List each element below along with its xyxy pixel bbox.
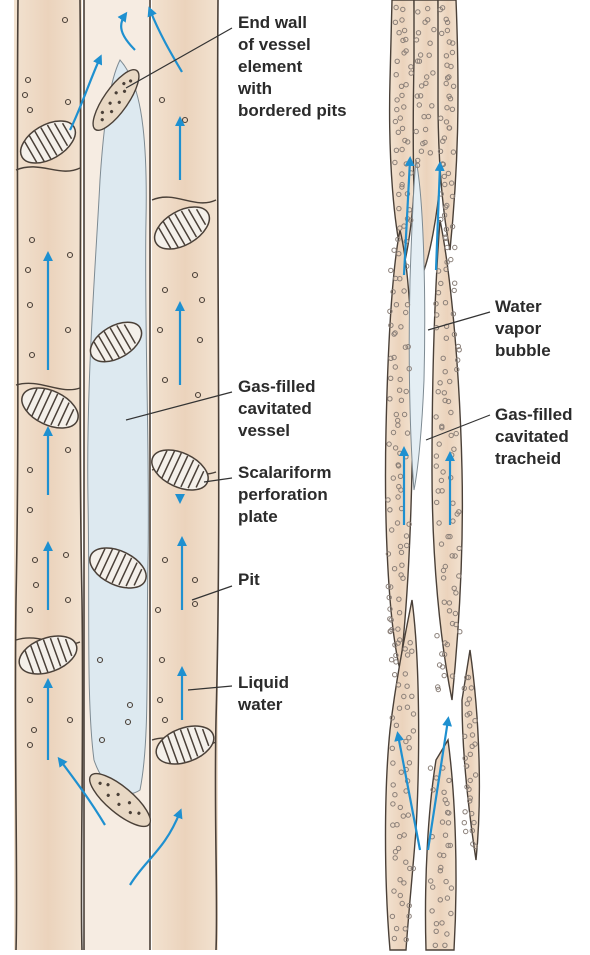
tracheid-panel xyxy=(386,0,480,950)
tracheid-pit xyxy=(435,634,439,638)
tracheid-pit xyxy=(440,652,444,656)
tracheid-4 xyxy=(386,230,413,670)
tracheid-pit xyxy=(389,268,393,272)
tracheid-3 xyxy=(438,0,458,250)
tracheid-pit xyxy=(428,766,432,770)
tracheid-pit xyxy=(453,245,457,249)
label-liquid-water: Liquid water xyxy=(237,673,294,714)
tracheid-pit xyxy=(453,281,457,285)
label-vapor-bubble: Water vapor bubble xyxy=(495,297,551,360)
tracheid-pit xyxy=(452,288,456,292)
tracheid-pit xyxy=(442,673,446,677)
label-pit: Pit xyxy=(238,570,260,589)
tracheid-7 xyxy=(462,650,479,860)
tracheid-pit xyxy=(389,658,393,662)
tracheid-pit xyxy=(462,821,466,825)
tracheid-pit xyxy=(445,245,449,249)
label-gas-vessel: Gas-filled cavitated vessel xyxy=(238,377,320,440)
vessel-panel xyxy=(14,0,219,950)
label-scalariform: Scalariform perforation plate xyxy=(238,463,336,526)
label-gas-tracheid: Gas-filled cavitated tracheid xyxy=(495,405,577,468)
tracheid-pit xyxy=(464,829,468,833)
tracheid-pit xyxy=(463,810,467,814)
tracheid-pit xyxy=(392,248,396,252)
label-end-wall: End wall of vessel element with bordered… xyxy=(237,13,347,120)
tracheid-pit xyxy=(393,673,397,677)
